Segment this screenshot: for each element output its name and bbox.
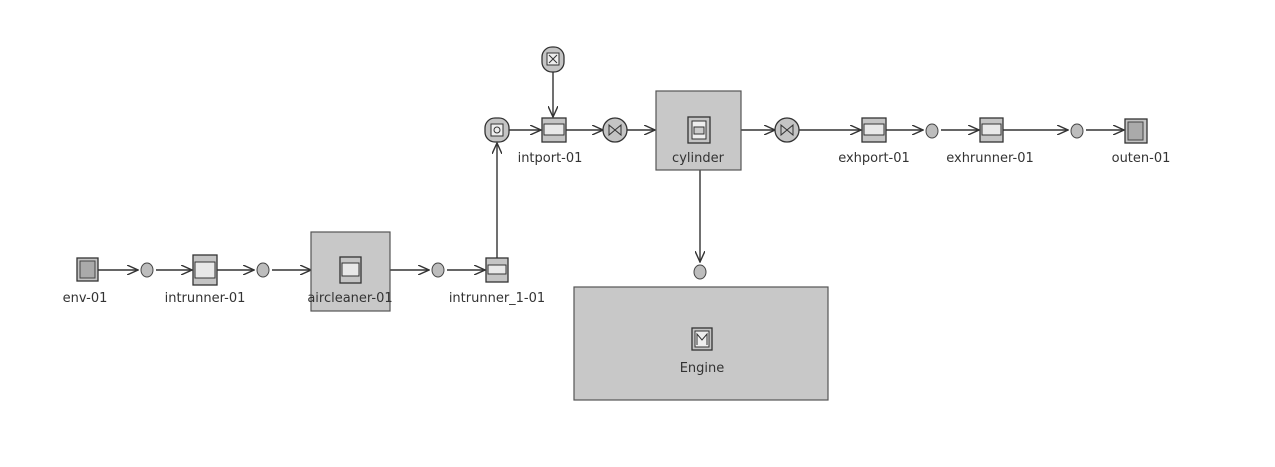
intrunner-01-block[interactable]: intrunner-01	[165, 254, 246, 306]
exhport-01-label: exhport-01	[838, 151, 910, 166]
env-01-block[interactable]: env-01	[63, 257, 108, 306]
outen-01-label: outen-01	[1112, 151, 1171, 166]
intrunner-1-01-label: intrunner_1-01	[449, 291, 545, 306]
aircleaner-01-block[interactable]: aircleaner-01	[307, 231, 393, 312]
exhrunner-01-label: exhrunner-01	[946, 151, 1034, 166]
env-01-label: env-01	[63, 291, 108, 306]
intport-01-label: intport-01	[518, 151, 583, 166]
cylinder-block[interactable]: cylinder	[655, 90, 742, 171]
exhaust-valve-icon[interactable]	[774, 117, 800, 143]
cylinder-label: cylinder	[672, 151, 725, 166]
outen-01-block[interactable]: outen-01	[1112, 118, 1171, 166]
engine-block[interactable]: Engine	[573, 286, 829, 401]
intrunner-1-01-block[interactable]: intrunner_1-01	[449, 257, 545, 306]
connections	[97, 72, 1124, 270]
intake-valve-icon[interactable]	[602, 117, 628, 143]
injector-icon[interactable]	[484, 117, 510, 143]
junction-dots	[140, 123, 1084, 280]
exhrunner-01-block[interactable]: exhrunner-01	[946, 117, 1034, 166]
aircleaner-01-label: aircleaner-01	[307, 291, 392, 306]
intrunner-01-label: intrunner-01	[165, 291, 246, 306]
controller-icon[interactable]	[541, 46, 565, 73]
exhport-01-block[interactable]: exhport-01	[838, 117, 910, 166]
engine-label: Engine	[680, 361, 725, 376]
intport-01-block[interactable]: intport-01	[518, 117, 583, 166]
